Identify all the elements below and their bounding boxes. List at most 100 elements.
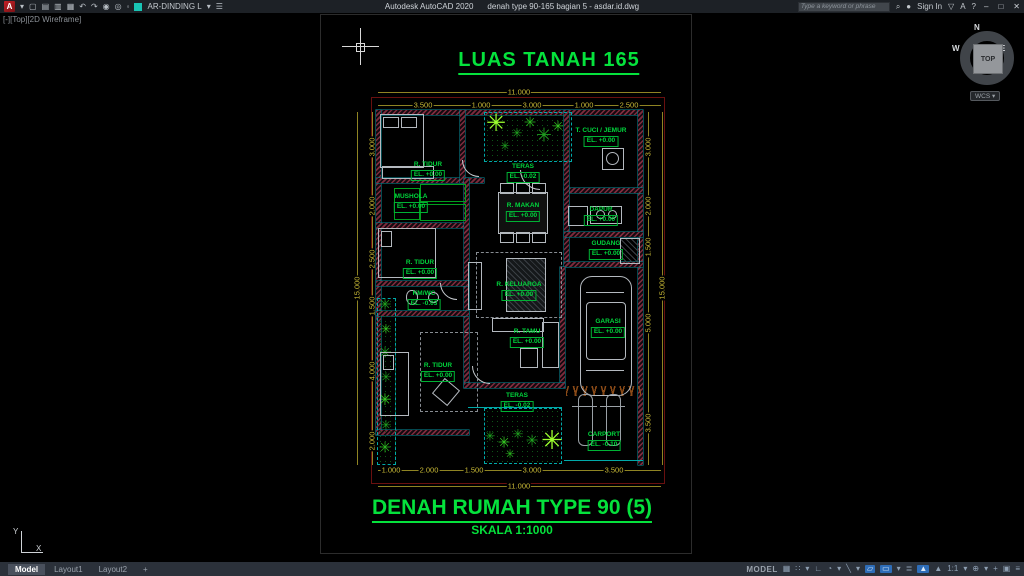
terrace-edge — [468, 407, 562, 408]
add-layout-button[interactable]: + — [143, 564, 148, 574]
drawing-scale-note: SKALA 1:1000 — [471, 523, 553, 537]
viewcube[interactable]: N W E S TOP WCS ▾ — [952, 23, 1018, 103]
current-layer-label[interactable]: AR-DINDING L — [147, 2, 202, 11]
object-isolate-icon[interactable]: + — [993, 564, 998, 573]
snap-dropdown-icon[interactable]: ▾ — [805, 564, 810, 573]
crosshair-cursor-v — [360, 28, 361, 65]
wall — [564, 110, 569, 267]
tab-model[interactable]: Model — [8, 563, 46, 575]
front-garden — [484, 408, 562, 464]
plant-icon: ✳ — [541, 425, 563, 455]
dim-left-total: 15.000 — [352, 275, 362, 301]
kitchen-sink — [568, 206, 588, 226]
app-store-cart-icon[interactable]: ▽ — [948, 2, 955, 11]
bed — [380, 352, 409, 416]
toilet — [406, 290, 418, 305]
layer-dropdown-icon[interactable]: ▾ — [206, 2, 211, 11]
dim-bottom-seg: 1.000 — [380, 465, 402, 475]
drawing-subtitle: DENAH RUMAH TYPE 90 (5) — [371, 496, 653, 523]
grid-toggle-icon[interactable]: ▦ — [782, 564, 791, 573]
open-file-icon[interactable]: ▤ — [41, 2, 50, 11]
hardware-acceleration-icon[interactable]: ▣ — [1002, 564, 1011, 573]
dim-top-seg: 1.000 — [573, 100, 595, 110]
autoscale-icon[interactable]: ▲ — [934, 564, 943, 573]
annotation-scale-value[interactable]: 1:1 — [947, 564, 959, 573]
undo-icon[interactable]: ↶ — [79, 2, 86, 11]
viewport-controls[interactable]: [-][Top][2D Wireframe] — [3, 15, 82, 24]
dim-right-seg: 5.000 — [643, 312, 653, 334]
osnap-toggle-icon[interactable]: ▱ — [864, 564, 876, 573]
app-name: Autodesk AutoCAD 2020 — [384, 2, 474, 11]
motorcycle — [578, 394, 593, 446]
dim-left-seg: 2.000 — [367, 195, 377, 217]
new-file-icon[interactable]: ▢ — [29, 2, 37, 11]
wall — [376, 311, 469, 316]
drawing-title: LUAS TANAH 165 — [458, 49, 640, 75]
bed — [378, 228, 436, 278]
viewcube-north[interactable]: N — [974, 23, 980, 32]
title-bar: A ▾ ▢ ▤ ▥ ▦ ↶ ↷ ◉ ◎ ◦ AR-DINDING L ▾ ☰ A… — [0, 0, 1024, 13]
plant-icon: ✳ — [552, 118, 564, 134]
wcs-dropdown[interactable]: WCS ▾ — [970, 91, 1001, 101]
workspace-switching-icon[interactable]: ⊕ — [972, 564, 980, 573]
dim-left-seg: 3.000 — [367, 136, 377, 158]
customization-menu-icon[interactable]: ≡ — [1015, 564, 1020, 573]
isodraft-dropdown-icon[interactable]: ▾ — [855, 564, 860, 573]
object-snap-icon[interactable]: ▭ — [880, 564, 892, 573]
save-icon[interactable]: ▥ — [54, 2, 62, 11]
lineweight-icon[interactable]: ≣ — [905, 564, 913, 573]
wall — [464, 383, 565, 388]
autodesk-a-icon[interactable]: A — [960, 2, 966, 11]
dim-bottom-total: 11.000 — [506, 481, 532, 491]
search-icon[interactable]: ⌕ — [895, 1, 901, 11]
viewcube-west[interactable]: W — [952, 44, 960, 53]
customize-qat-icon[interactable]: ☰ — [215, 2, 223, 11]
polar-dropdown-icon[interactable]: ▾ — [837, 564, 842, 573]
tab-layout1[interactable]: Layout1 — [54, 564, 83, 574]
layer-color-swatch[interactable] — [134, 2, 143, 11]
sign-in-button[interactable]: Sign In — [917, 2, 943, 11]
layer-lock-icon[interactable]: ◦ — [126, 2, 130, 11]
side-planter — [377, 298, 396, 465]
redo-icon[interactable]: ↷ — [90, 2, 98, 11]
annotation-scale-dropdown-icon[interactable]: ▾ — [963, 564, 968, 573]
plot-icon[interactable]: ▦ — [66, 2, 75, 11]
car-cabin — [586, 302, 626, 360]
polar-tracking-icon[interactable]: ◔ — [827, 564, 833, 573]
autocad-logo[interactable]: A — [4, 1, 15, 12]
washing-machine — [602, 148, 624, 170]
tv-console — [506, 258, 546, 312]
plant-icon: ✳ — [380, 321, 392, 337]
layer-freeze-icon[interactable]: ◎ — [114, 2, 122, 11]
viewcube-compass-ring[interactable] — [960, 31, 1014, 85]
isodraft-icon[interactable]: ╲ — [846, 564, 851, 573]
dresser — [382, 166, 434, 179]
close-button[interactable]: ✕ — [1013, 2, 1020, 11]
dim-right-total: 15.000 — [657, 275, 667, 301]
chair — [500, 183, 514, 194]
workspace-dropdown-icon[interactable]: ▾ — [984, 564, 989, 573]
dim-top-seg: 3.000 — [521, 100, 543, 110]
layer-on-icon[interactable]: ◉ — [102, 2, 110, 11]
plant-icon: ✳ — [523, 114, 537, 132]
maximize-button[interactable]: □ — [998, 2, 1004, 11]
osnap-dropdown-icon[interactable]: ▾ — [896, 564, 901, 573]
model-space-toggle[interactable]: MODEL — [746, 564, 778, 574]
viewcube-top-face[interactable]: TOP — [973, 44, 1003, 74]
search-input[interactable] — [797, 1, 890, 12]
plant-icon: ✳ — [512, 426, 524, 442]
dim-left-seg: 2.500 — [367, 248, 377, 270]
minimize-button[interactable]: – — [984, 2, 989, 11]
dim-left-seg: 2.000 — [367, 430, 377, 452]
snap-toggle-icon[interactable]: ∷ — [795, 564, 801, 573]
ortho-toggle-icon[interactable]: ∟ — [814, 564, 823, 573]
help-icon[interactable]: ? — [971, 2, 976, 11]
annotation-visibility-icon[interactable]: ▲ — [917, 564, 930, 573]
app-menu-dropdown-icon[interactable]: ▾ — [20, 2, 25, 11]
bed — [380, 114, 424, 168]
tab-layout2[interactable]: Layout2 — [98, 564, 128, 574]
plant-icon: ✳ — [378, 344, 392, 362]
